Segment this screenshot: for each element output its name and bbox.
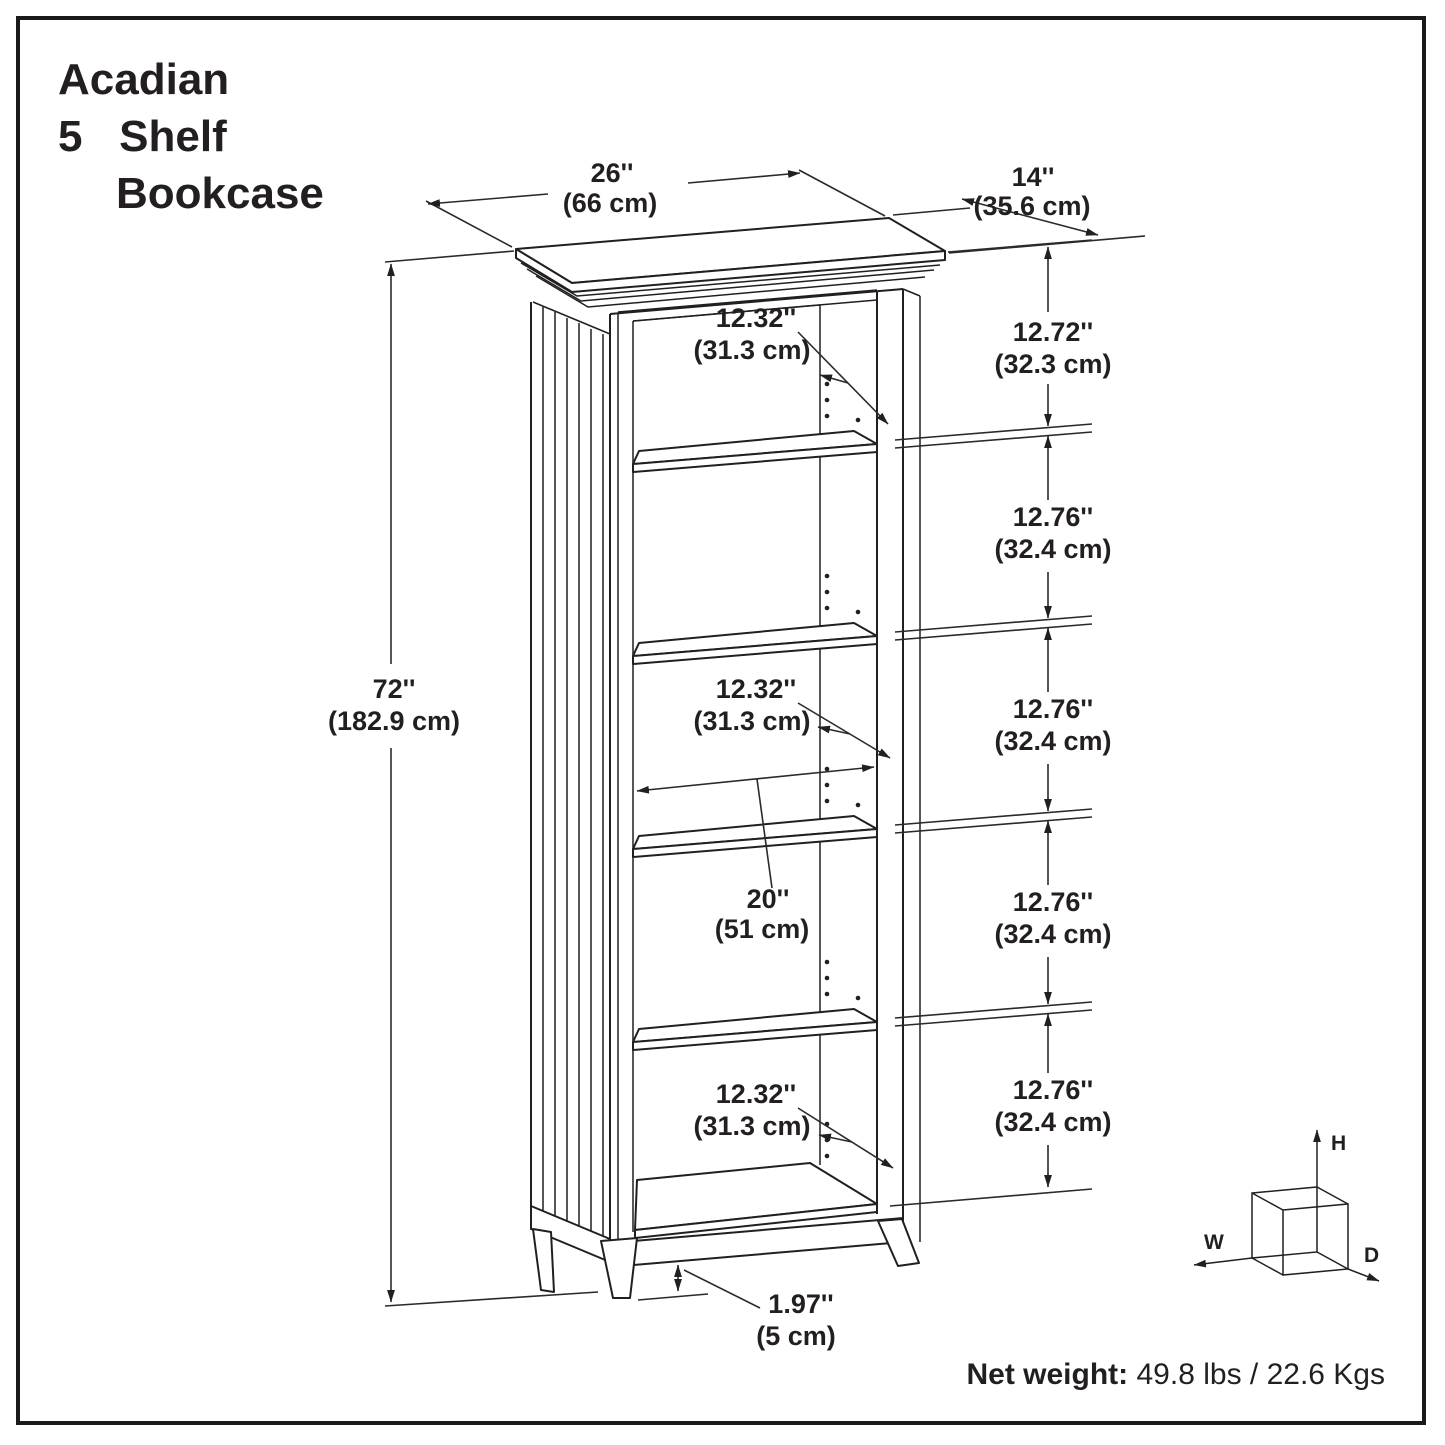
- shelf-depth-bot-cm: (31.3 cm): [693, 1111, 810, 1141]
- width-inches: 26'': [591, 158, 634, 188]
- dimension-axes-cube-icon: H W D: [1193, 1129, 1380, 1282]
- dimension-interior-width: 20'' (51 cm): [636, 764, 875, 944]
- dimension-shelf-depth-top: 12.32'' (31.3 cm): [693, 303, 889, 425]
- dimension-shelf-depth-mid: 12.32'' (31.3 cm): [693, 674, 891, 759]
- page-border: [16, 16, 1426, 1425]
- shelf-bottom: [634, 1162, 878, 1239]
- opening4-inches: 12.76'': [1013, 887, 1093, 917]
- height-cm: (182.9 cm): [328, 706, 460, 736]
- height-inches: 72'': [373, 674, 416, 704]
- axis-h-label: H: [1331, 1132, 1346, 1155]
- shelf-depth-mid-inches: 12.32'': [716, 674, 796, 704]
- depth-inches: 14'': [1012, 162, 1055, 192]
- opening1-inches: 12.72'': [1013, 317, 1093, 347]
- shelf-2: [632, 622, 878, 665]
- dimension-openings-chain: 12.72'' (32.3 cm) 12.76'' (32.4 cm) 12.7…: [889, 239, 1112, 1207]
- opening5-cm: (32.4 cm): [994, 1107, 1111, 1137]
- left-side-slats: [530, 301, 611, 1293]
- bookcase-drawing: [515, 217, 946, 1299]
- dimension-height: 72'' (182.9 cm): [328, 250, 599, 1307]
- net-weight: Net weight: 49.8 lbs / 22.6 Kgs: [966, 1358, 1385, 1392]
- interior-width-inches: 20'': [747, 884, 790, 914]
- floor-clearance-inches: 1.97'': [768, 1289, 833, 1319]
- width-cm: (66 cm): [563, 188, 658, 218]
- shelf-depth-top-inches: 12.32'': [716, 303, 796, 333]
- base-and-feet: [600, 1217, 920, 1299]
- product-title: Acadian 5 Shelf Bookcase: [58, 58, 324, 229]
- opening2-cm: (32.4 cm): [994, 534, 1111, 564]
- opening3-cm: (32.4 cm): [994, 726, 1111, 756]
- shelf-4: [632, 1008, 878, 1051]
- opening1-cm: (32.3 cm): [994, 349, 1111, 379]
- dimension-floor-clearance: 1.97'' (5 cm): [637, 1264, 836, 1351]
- opening3-inches: 12.76'': [1013, 694, 1093, 724]
- axis-w-label: W: [1204, 1231, 1224, 1254]
- cap-top: [515, 217, 946, 308]
- axis-d-label: D: [1364, 1244, 1379, 1267]
- depth-cm: (35.6 cm): [973, 191, 1090, 221]
- shelf-depth-bot-inches: 12.32'': [716, 1079, 796, 1109]
- dimension-width: 26'' (66 cm): [425, 158, 886, 248]
- shelf-3: [632, 815, 878, 858]
- shelf-depth-mid-cm: (31.3 cm): [693, 706, 810, 736]
- interior-width-cm: (51 cm): [715, 914, 810, 944]
- net-weight-value: 49.8 lbs / 22.6 Kgs: [1128, 1358, 1385, 1391]
- floor-clearance-cm: (5 cm): [756, 1321, 836, 1351]
- dimension-shelf-depth-bot: 12.32'' (31.3 cm): [693, 1079, 894, 1169]
- title-line-3: Bookcase: [116, 169, 324, 218]
- opening2-inches: 12.76'': [1013, 502, 1093, 532]
- title-line-1: Acadian: [58, 55, 230, 104]
- shelf-depth-top-cm: (31.3 cm): [693, 335, 810, 365]
- title-line-2: 5 Shelf: [58, 112, 227, 161]
- opening4-cm: (32.4 cm): [994, 919, 1111, 949]
- shelf-1: [632, 430, 878, 473]
- opening5-inches: 12.76'': [1013, 1075, 1093, 1105]
- net-weight-label: Net weight:: [966, 1358, 1129, 1391]
- dimension-depth: 14'' (35.6 cm): [892, 162, 1146, 254]
- front-frame: [609, 288, 921, 1243]
